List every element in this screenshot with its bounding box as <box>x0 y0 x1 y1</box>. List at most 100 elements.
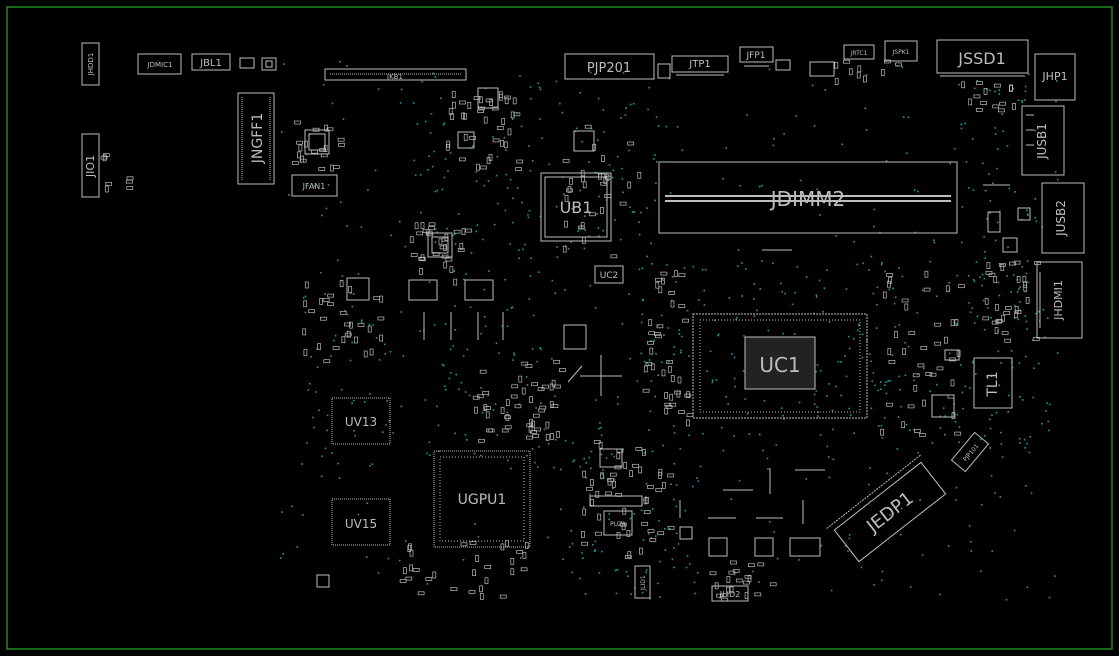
via-dot <box>845 288 848 290</box>
via-dot <box>1021 266 1023 268</box>
via-dot <box>622 72 625 74</box>
via-dot <box>973 87 976 90</box>
passive-pad <box>635 447 643 451</box>
passive-pad <box>637 171 642 179</box>
connector-jbl1[interactable]: JBL1 <box>191 53 231 71</box>
connector-jhdd1[interactable]: JHDD1 <box>81 42 100 86</box>
via-dot <box>722 177 724 180</box>
passive-pad <box>647 485 654 489</box>
via-dot <box>657 125 660 127</box>
connector-jlid2[interactable]: JLID2 <box>711 585 749 602</box>
via-dot <box>1019 442 1021 444</box>
connector-jlid1[interactable]: JLID1 <box>634 565 651 599</box>
via-dot <box>669 192 672 194</box>
via-dot <box>1019 396 1021 398</box>
chip-uv15[interactable]: UV15 <box>331 498 391 546</box>
via-dot <box>538 86 541 89</box>
connector-jtp1[interactable]: JTP1 <box>671 55 729 76</box>
via-dot <box>638 221 640 223</box>
chip-uc1[interactable]: UC1 <box>692 313 868 419</box>
via-dot <box>398 559 401 562</box>
via-dot <box>657 582 659 585</box>
passive-pad <box>709 571 717 576</box>
via-dot <box>622 191 624 194</box>
connector-jhdmi1[interactable]: JHDMI1 <box>1036 261 1083 339</box>
passive-pad <box>339 310 347 315</box>
passive-pad <box>678 273 686 278</box>
via-dot <box>988 173 990 176</box>
via-dot <box>794 291 797 294</box>
via-dot <box>968 275 970 277</box>
chip-ugpu1[interactable]: UGPU1 <box>433 450 531 548</box>
via-dot <box>538 446 540 448</box>
via-dot <box>868 269 870 271</box>
connector-jhp1[interactable]: JHP1 <box>1034 53 1076 101</box>
via-dot <box>826 395 828 397</box>
via-dot <box>616 156 619 158</box>
via-dot <box>799 179 802 182</box>
passive-pad <box>485 98 493 103</box>
via-dot <box>326 429 328 432</box>
chip-uc2[interactable]: UC2 <box>594 265 624 284</box>
connector-jio1[interactable]: JIO1 <box>81 133 100 198</box>
connector-jdmic1[interactable]: JDMIC1 <box>137 53 182 75</box>
via-dot <box>881 579 883 582</box>
via-dot <box>819 434 822 436</box>
via-dot <box>477 536 480 538</box>
connector-jngff1[interactable]: JNGFF1 <box>237 92 275 185</box>
connector-jusb2[interactable]: JUSB2 <box>1041 182 1085 254</box>
via-dot <box>1006 275 1008 277</box>
via-dot <box>630 593 632 595</box>
via-dot <box>671 276 674 278</box>
via-dot <box>281 511 283 513</box>
connector-jusb1[interactable]: JUSB1 <box>1021 105 1065 176</box>
label-jlid1: JLID1 <box>640 575 647 592</box>
chip-uv13[interactable]: UV13 <box>331 397 391 445</box>
via-dot <box>532 314 535 317</box>
via-dot <box>791 303 794 306</box>
connector-jspk1[interactable]: JSPK1 <box>884 40 918 62</box>
passive-pad <box>1009 85 1013 92</box>
via-dot <box>1056 80 1058 82</box>
via-dot <box>990 316 992 319</box>
via-dot <box>865 74 868 76</box>
via-dot <box>666 264 668 266</box>
label-jssd1: JSSD1 <box>957 49 1006 68</box>
via-dot <box>650 380 653 382</box>
via-dot <box>517 187 519 189</box>
via-dot <box>1026 260 1029 263</box>
connector-jssd1[interactable]: JSSD1 <box>936 39 1029 77</box>
passive-pad <box>584 124 592 129</box>
via-dot <box>319 271 322 274</box>
via-dot <box>899 533 902 536</box>
via-dot <box>482 238 484 241</box>
passive-pad <box>476 394 484 399</box>
passive-pad <box>545 433 550 441</box>
passive-pad <box>510 394 518 399</box>
passive-pad <box>522 551 527 559</box>
via-dot <box>446 227 448 230</box>
slot-jdimm2[interactable]: JDIMM2 <box>658 161 958 234</box>
passive-pad <box>346 330 351 338</box>
via-dot <box>718 333 720 336</box>
connector-jrtc1[interactable]: JRTC1 <box>843 44 875 60</box>
via-dot <box>665 125 668 128</box>
chip-ub1[interactable]: UB1 <box>540 172 612 242</box>
via-dot <box>873 225 875 228</box>
via-dot <box>602 229 605 232</box>
connector-pjp201[interactable]: PJP201 <box>564 53 655 80</box>
passive-pad <box>550 433 554 440</box>
via-dot <box>725 147 727 149</box>
via-dot <box>844 545 847 547</box>
transformer-tl1[interactable]: TL1 <box>973 357 1013 409</box>
passive-pad <box>484 565 492 569</box>
via-dot <box>998 93 1001 95</box>
connector-jfp1[interactable]: JFP1 <box>739 46 774 67</box>
via-dot <box>1010 350 1013 352</box>
chip-puz1[interactable]: PUZ1 <box>603 510 633 536</box>
via-dot <box>309 382 311 385</box>
connector-jkb1[interactable]: JKB1 <box>324 68 467 81</box>
via-dot <box>629 103 632 106</box>
passive-pad <box>918 433 926 437</box>
connector-jfan1[interactable]: JFAN1 <box>291 174 338 197</box>
